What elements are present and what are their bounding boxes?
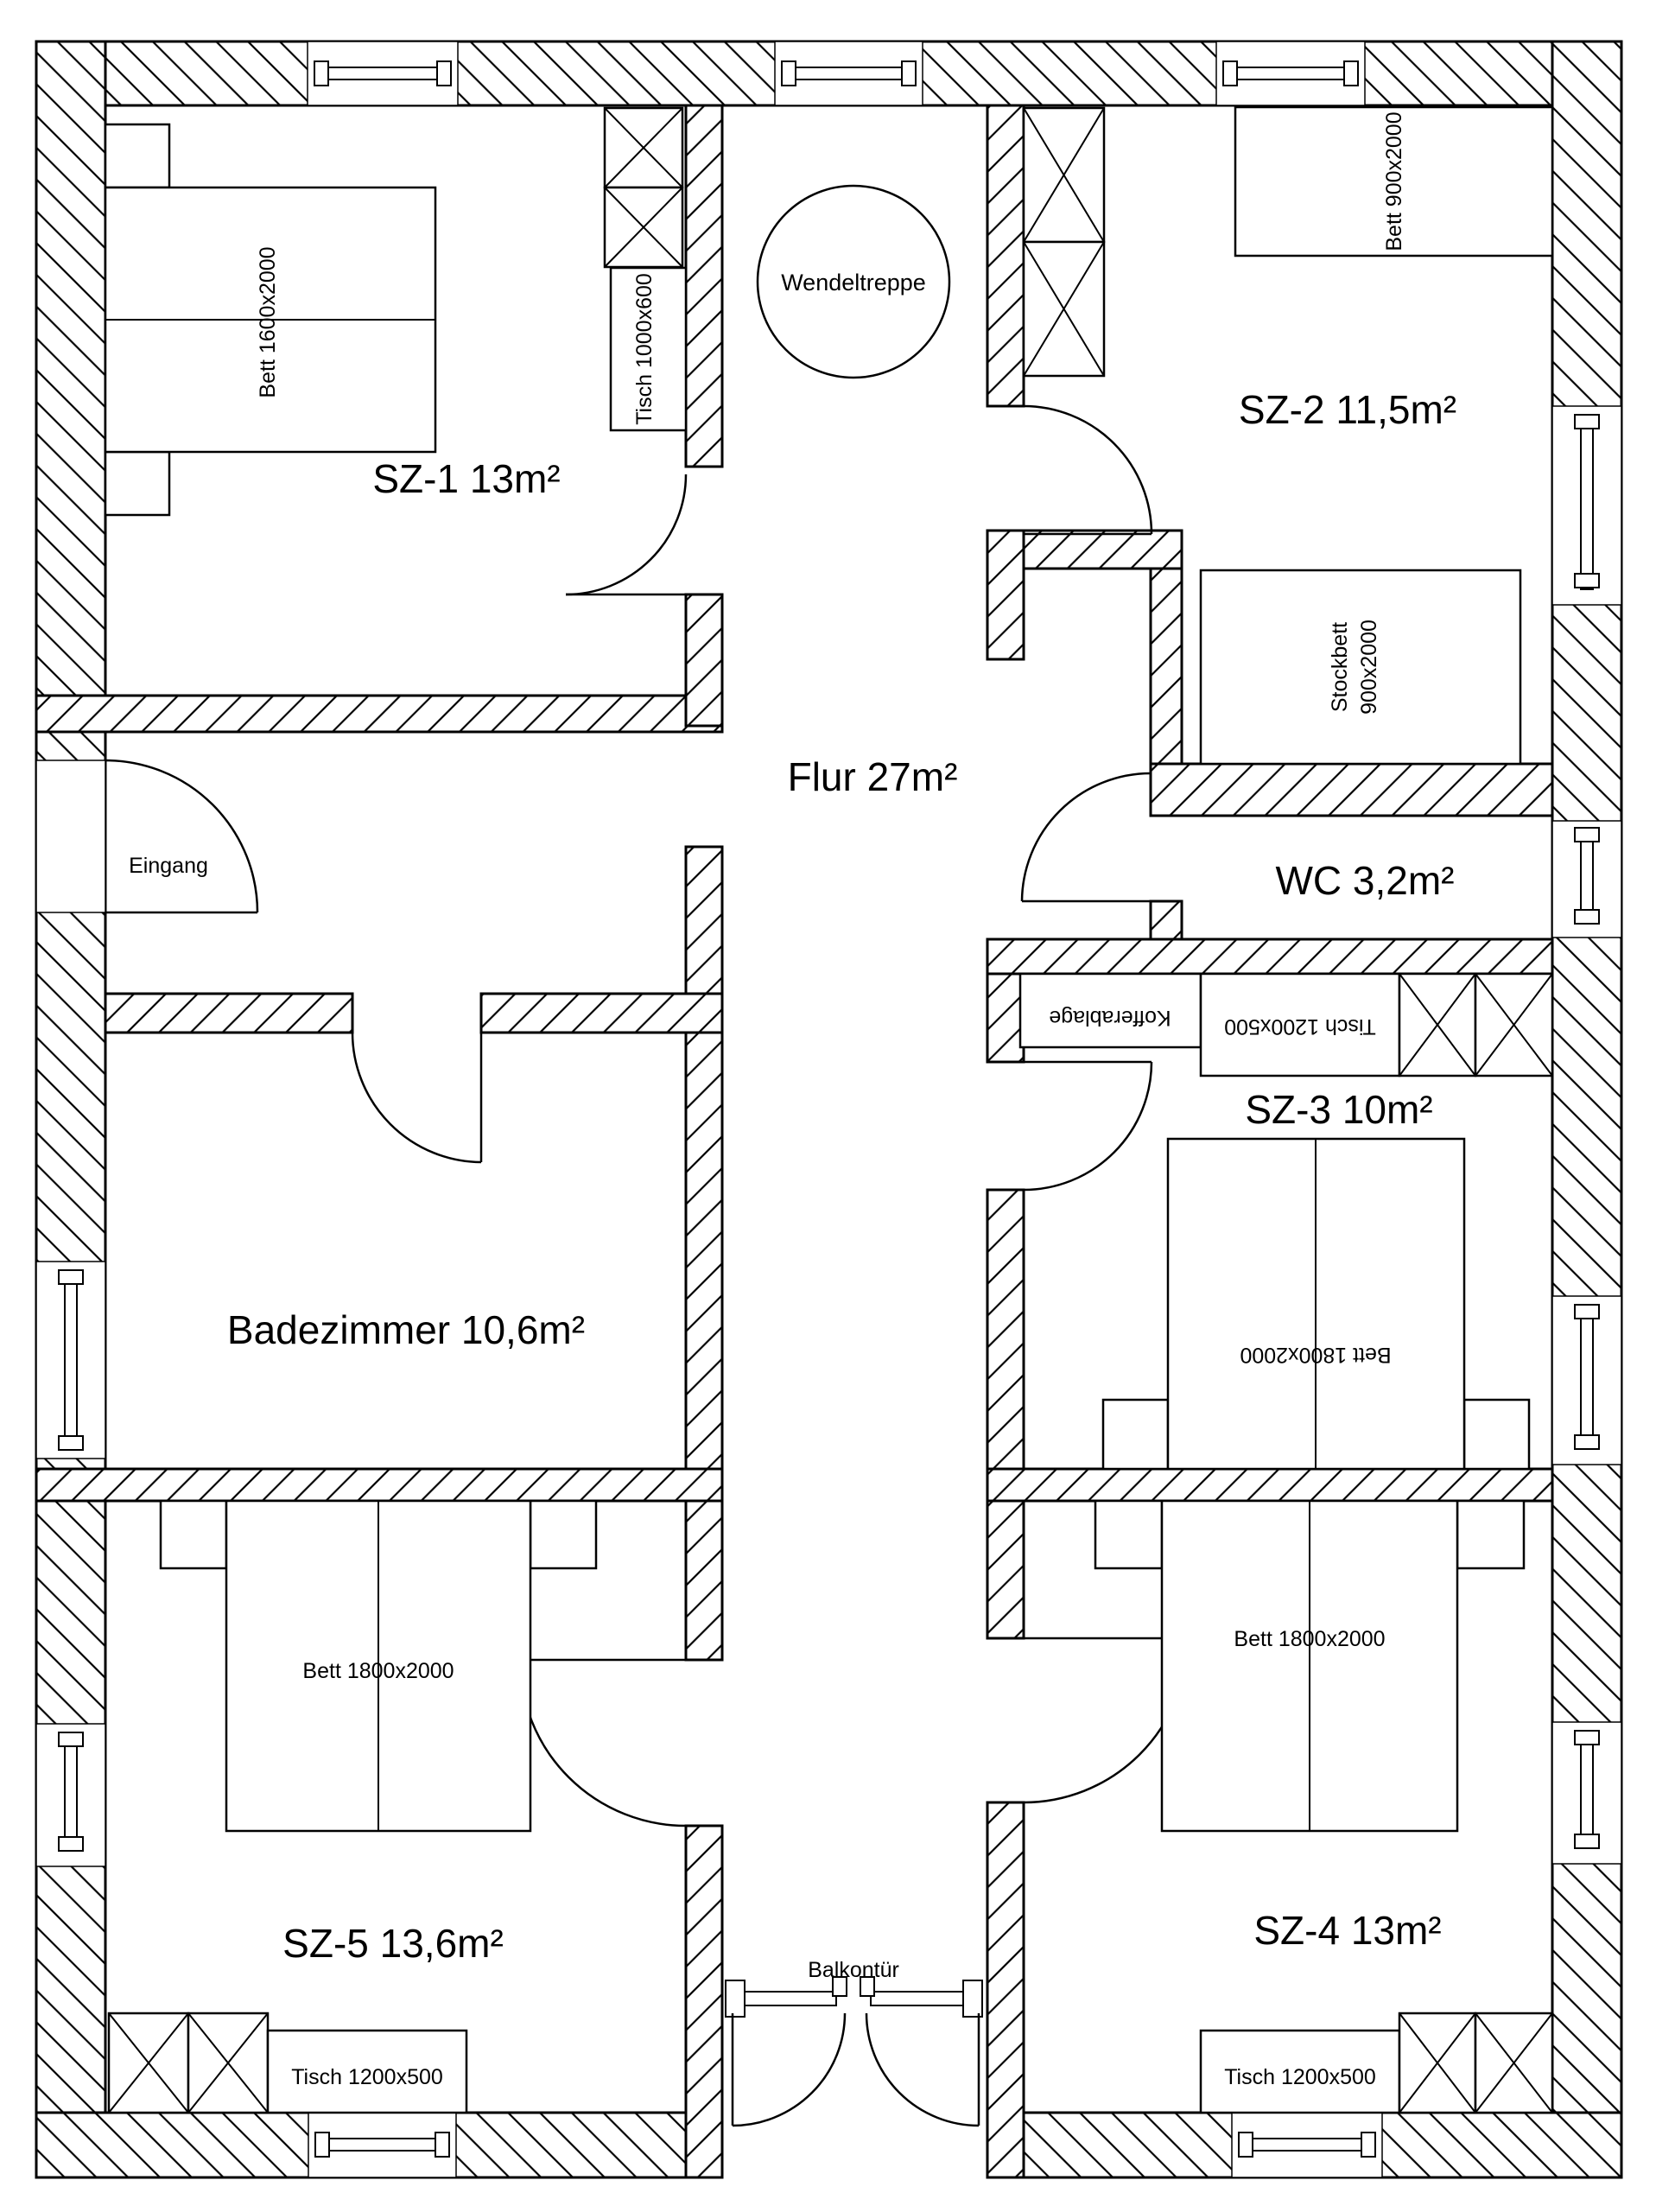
wall-corridor-left-2 [684,593,724,728]
sz3-table [1199,972,1401,1077]
door-sz2 [1023,404,1153,536]
wall-wc-left-lower [1149,899,1183,941]
label-sz1: SZ-1 13m² [372,456,560,501]
wall-bad-bottom [35,1467,724,1503]
label-sz3-table: Tisch 1200x500 [1224,1014,1376,1039]
window-sz4-bottom [1231,2112,1383,2178]
wall-corridor-right-6 [986,1801,1025,2179]
label-balkontuer: Balkontür [808,1958,899,1982]
window-sz5-left [35,1723,106,1867]
wall-corridor-right-1 [986,104,1025,408]
label-sz1-table: Tisch 1000x600 [632,273,657,425]
label-sz4-bed: Bett 1800x2000 [1234,1627,1385,1651]
doors [35,404,1190,2127]
wall-sz2-bottom [1149,762,1554,817]
sz5-nightstand-left [159,1499,228,1570]
sz2-wardrobe [1022,106,1106,378]
sz1-table [609,266,688,432]
wall-bad-top-left [104,992,354,1034]
wall-corridor-left-1 [684,104,724,468]
window-sz2-right [1551,405,1622,606]
door-badezimmer [351,1032,483,1164]
sz5-nightstand-right [529,1499,598,1570]
sz1-nightstand-bottom [104,450,171,517]
sz5-table [266,2029,468,2114]
interior-walls [35,104,1554,2179]
sz2-bed [1234,105,1554,257]
sz4-nightstand-right [1456,1499,1526,1570]
wall-sz3-bottom [986,1467,1554,1503]
balcony-door [725,1976,983,2127]
labels: SZ-1 13m² SZ-2 11,5m² WC 3,2m² Flur 27m²… [129,111,1456,2089]
door-sz3 [1023,1060,1153,1192]
sz3-wardrobe [1398,972,1554,1077]
label-sz5: SZ-5 13,6m² [282,1921,504,1966]
entrance-door [35,759,259,914]
label-wc: WC 3,2m² [1276,858,1455,903]
sz4-wardrobe [1398,2012,1554,2114]
label-sz2: SZ-2 11,5m² [1239,387,1456,432]
label-sz3-bed: Bett 1800x2000 [1240,1343,1391,1367]
label-stockbett-1: Stockbett [1328,622,1352,712]
window-sz5-bottom [308,2112,457,2178]
wall-sz3-top [986,938,1554,976]
wall-corridor-right-2 [986,529,1025,661]
wall-wc-left-upper [1149,567,1183,775]
window-sz4-right [1551,1721,1622,1865]
door-wc [1020,772,1152,903]
window-flur-top [774,41,923,106]
label-sz4-table: Tisch 1200x500 [1224,2065,1376,2089]
spiral-staircase [756,184,951,379]
wall-corridor-left-4 [684,1824,724,2179]
window-wc-right [1551,820,1622,938]
sz1-bed [104,123,437,517]
window-sz3-right [1551,1295,1622,1465]
sz1-nightstand-top [104,123,171,189]
sz3-nightstand-left [1101,1398,1170,1471]
sz5-bed [159,1499,598,1833]
label-sz1-bed: Bett 1600x2000 [256,246,280,397]
door-sz1 [565,474,688,596]
sz4-nightstand-left [1094,1499,1164,1570]
sz3-nightstand-right [1462,1398,1531,1471]
window-badezimmer-left [35,1261,106,1459]
label-wendeltreppe: Wendeltreppe [781,270,926,296]
wall-corridor-right-4 [986,1188,1025,1471]
wall-corridor-right-3 [986,972,1025,1064]
door-sz5 [518,1658,687,1827]
label-flur: Flur 27m² [788,754,958,799]
label-sz3: SZ-3 10m² [1245,1087,1432,1132]
sz3-bed [1101,1137,1531,1471]
windows [35,41,1622,2178]
sz2-bunkbed [1199,569,1522,766]
wall-corridor-left-3 [684,845,724,1662]
label-kofferablage: Kofferablage [1049,1006,1171,1030]
label-sz4: SZ-4 13m² [1253,1908,1441,1953]
furniture [104,105,1554,2114]
label-badezimmer: Badezimmer 10,6m² [227,1307,585,1352]
wall-sz2-niche-arm [1022,529,1183,570]
wall-sz1-bottom [35,694,724,734]
sz4-table [1199,2029,1401,2114]
window-sz2-top [1215,41,1366,106]
wall-bad-top-right [479,992,724,1034]
label-eingang: Eingang [129,854,208,878]
sz5-wardrobe [107,2012,270,2114]
label-sz5-bed: Bett 1800x2000 [302,1659,454,1683]
label-sz5-table: Tisch 1200x500 [291,2065,443,2089]
sz4-bed [1094,1499,1526,1833]
window-sz1-top [307,41,459,106]
label-sz2-bed: Bett 900x2000 [1382,111,1406,251]
sz1-wardrobe [603,106,684,269]
label-stockbett-2: 900x2000 [1357,620,1381,715]
